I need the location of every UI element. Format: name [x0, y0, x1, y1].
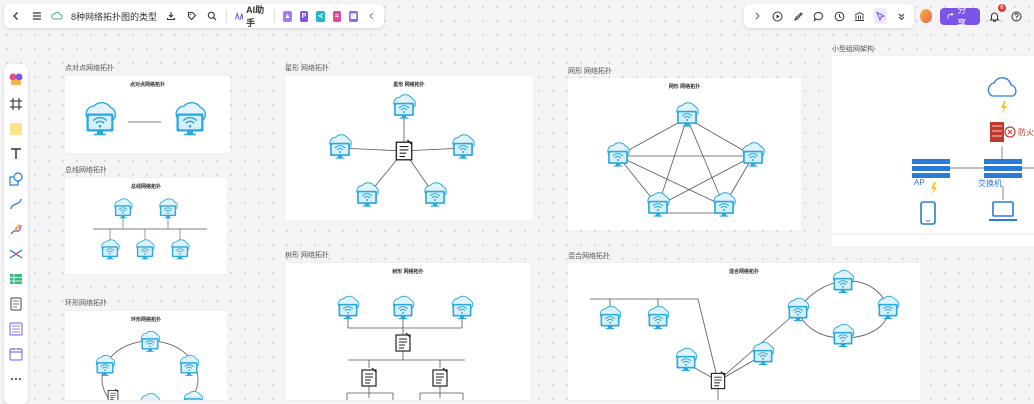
- p2p-diagram[interactable]: 点对点网络拓扑: [65, 76, 230, 153]
- bell-icon[interactable]: 6: [988, 4, 1006, 24]
- image-tool-icon[interactable]: ▲: [283, 10, 292, 22]
- phone-icon: [920, 201, 936, 225]
- document-title[interactable]: 8种网络拓扑图的类型: [71, 11, 158, 22]
- ap-device-icon: [912, 159, 950, 178]
- share-label: 分享: [957, 5, 967, 28]
- star-diagram[interactable]: 星形 网络拓扑: [285, 76, 533, 220]
- hybrid-diagram-title: 混合网络拓扑: [728, 269, 759, 275]
- ring-diagram[interactable]: 环形网络拓扑: [65, 311, 227, 400]
- pen-icon[interactable]: [7, 220, 25, 238]
- mesh-diagram-title: 网形 网络拓扑: [668, 84, 701, 90]
- mindmap-icon[interactable]: [7, 245, 25, 263]
- computer-node: [175, 101, 207, 136]
- mindmap-plugin-icon[interactable]: ≈: [332, 10, 342, 22]
- sticky-note-icon[interactable]: [7, 120, 25, 138]
- template-icon[interactable]: [7, 70, 25, 88]
- share-button[interactable]: 分享: [940, 5, 980, 28]
- toolbar-divider: [274, 10, 276, 22]
- tree-diagram[interactable]: 树形 网络拓扑: [285, 263, 531, 400]
- flow-plugin-icon[interactable]: ≺: [316, 10, 325, 22]
- switch-device-icon: [984, 159, 1022, 178]
- text-icon[interactable]: [7, 145, 25, 163]
- cloud-icon: [987, 77, 1017, 97]
- play-icon[interactable]: [771, 8, 785, 24]
- bus-diagram[interactable]: 总线网络拓扑: [65, 178, 227, 274]
- star-diagram-title: 星形 网络拓扑: [393, 82, 425, 88]
- bus-diagram-title: 总线网络拓扑: [130, 184, 161, 190]
- avatar[interactable]: [920, 9, 933, 23]
- library-icon[interactable]: [853, 8, 867, 24]
- p2p-diagram-canvas: [85, 101, 207, 136]
- tag-icon[interactable]: [185, 8, 197, 24]
- comment-icon[interactable]: [812, 8, 826, 24]
- brush-icon[interactable]: [791, 8, 805, 24]
- bus-diagram-canvas: [93, 198, 207, 260]
- ring-diagram-canvas: [95, 330, 204, 400]
- chevron-right-icon[interactable]: [750, 8, 764, 24]
- p-plugin-icon[interactable]: P: [299, 10, 309, 22]
- laptop-icon: [989, 201, 1017, 221]
- mesh-diagram[interactable]: 网形 网络拓扑: [568, 78, 801, 230]
- cloud-sync-icon[interactable]: [51, 8, 63, 24]
- notification-badge: 6: [997, 4, 1006, 12]
- search-icon[interactable]: [206, 8, 218, 24]
- tree-diagram-title: 树形 网络拓扑: [392, 269, 424, 275]
- more-tools-icon[interactable]: [7, 370, 25, 388]
- document-icon[interactable]: [7, 295, 25, 313]
- lightning-icon: [1001, 101, 1007, 114]
- section-label-bus: 总线网络拓扑: [65, 167, 107, 174]
- table-plugin-icon[interactable]: ▦: [349, 10, 358, 22]
- pointer-icon[interactable]: [873, 8, 888, 24]
- back-icon[interactable]: [10, 8, 22, 24]
- section-label-hybrid: 混合网络拓扑: [568, 253, 610, 260]
- ai-logo-icon: [234, 11, 244, 20]
- history-icon[interactable]: [833, 8, 847, 24]
- small-network-canvas: [832, 77, 1034, 235]
- top-right-toolbar: [744, 4, 914, 28]
- ap-label: AP: [914, 178, 925, 187]
- computer-node: [85, 101, 117, 136]
- section-label-small: 小型组网架构: [832, 46, 874, 53]
- collapse-icon[interactable]: [366, 8, 378, 24]
- tree-diagram-canvas: [337, 295, 474, 400]
- frame-icon[interactable]: [7, 95, 25, 113]
- table-icon[interactable]: [7, 270, 25, 288]
- star-diagram-canvas: [329, 94, 475, 207]
- calendar-icon[interactable]: [7, 345, 25, 363]
- ring-diagram-title: 环形网络拓扑: [130, 317, 161, 323]
- hybrid-diagram[interactable]: 混合网络拓扑: [568, 263, 920, 400]
- share-icon: [947, 12, 955, 19]
- top-left-toolbar: 8种网络拓扑图的类型 AI助手 ▲ P ≺ ≈ ▦: [4, 4, 384, 28]
- p2p-diagram-title: 点对点网络拓扑: [129, 82, 165, 88]
- lightning-icon: [931, 182, 937, 195]
- mesh-diagram-canvas: [607, 102, 765, 217]
- toolbar-divider: [226, 10, 227, 22]
- download-icon[interactable]: [165, 8, 177, 24]
- top-right-user-bar: 分享 6: [914, 4, 1030, 28]
- connector-icon[interactable]: [7, 195, 25, 213]
- expand-more-icon[interactable]: [894, 8, 908, 24]
- firewall-label: 防火: [1018, 128, 1034, 137]
- section-label-ring: 环形网络拓扑: [65, 300, 107, 307]
- section-label-p2p: 点对点网络拓扑: [65, 65, 114, 72]
- ai-assistant-button[interactable]: AI助手: [234, 3, 267, 29]
- hybrid-diagram-canvas: [590, 269, 900, 400]
- section-label-star: 星形 网络拓扑: [285, 65, 329, 72]
- kanban-icon[interactable]: [7, 320, 25, 338]
- shape-icon[interactable]: [7, 170, 25, 188]
- section-label-tree: 树形 网络拓扑: [285, 252, 329, 259]
- ai-assistant-label: AI助手: [246, 5, 265, 28]
- firewall-icon: [990, 122, 1016, 142]
- help-icon[interactable]: [1010, 8, 1024, 24]
- menu-icon[interactable]: [30, 8, 42, 24]
- switch-label: 交换机: [978, 179, 1002, 188]
- left-toolbar: [4, 64, 28, 404]
- section-label-mesh: 网形 网络拓扑: [568, 68, 612, 75]
- small-network-diagram[interactable]: 防火 AP 交换机: [832, 56, 1034, 246]
